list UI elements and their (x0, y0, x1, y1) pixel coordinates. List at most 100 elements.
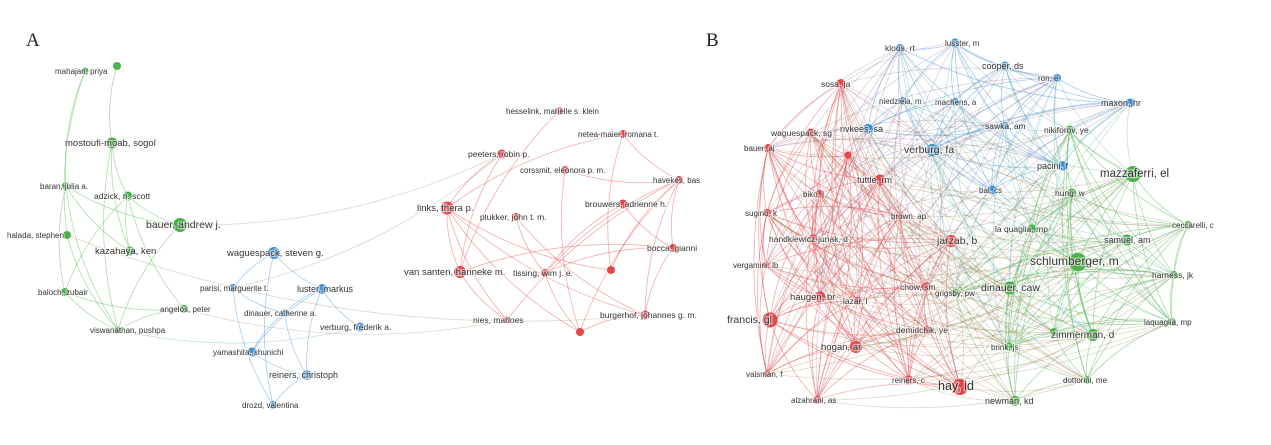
network-edge (819, 193, 1088, 381)
author-label: luster, markus (297, 284, 354, 294)
network-edge (816, 379, 1088, 409)
author-node (1087, 329, 1099, 341)
network-edge (954, 42, 1006, 67)
author-label: haugen, br (790, 292, 835, 303)
network-edge (908, 321, 1173, 381)
author-node (1170, 271, 1178, 279)
author-node (850, 341, 862, 353)
network-edge (769, 319, 818, 401)
network-edge (879, 179, 1073, 200)
network-edge (954, 42, 1006, 127)
network-edge (762, 212, 768, 266)
network-edge (515, 216, 646, 316)
network-edge (1061, 129, 1088, 381)
author-label: links, thera p. (417, 203, 474, 214)
network-edge (819, 193, 859, 302)
network-edge (867, 77, 1058, 130)
network-edge (622, 203, 674, 249)
network-edge (847, 154, 863, 302)
network-edge (767, 120, 1006, 149)
network-edge (1086, 224, 1189, 381)
network-edge (867, 128, 1175, 276)
author-node (1057, 161, 1067, 171)
network-edge (831, 83, 857, 348)
author-node (923, 325, 933, 335)
network-edge (931, 149, 993, 191)
network-edge (954, 42, 1063, 167)
network-edge (1053, 331, 1088, 381)
author-node (854, 297, 862, 305)
author-label: sugino, k (745, 209, 778, 218)
author-label: dinauer, caw (981, 282, 1040, 294)
network-edge (810, 132, 901, 217)
network-edge (888, 100, 910, 381)
network-edge (515, 216, 546, 274)
network-edge (834, 83, 859, 302)
author-label: newman, kd (985, 396, 1034, 406)
network-edge (855, 173, 1134, 348)
network-edge (1008, 173, 1134, 348)
author-node (640, 310, 650, 320)
network-edge (64, 70, 86, 187)
network-edge (819, 193, 1128, 243)
network-edge (810, 132, 881, 181)
network-edge (815, 83, 842, 298)
network-edge (902, 100, 1094, 336)
network-edge (954, 42, 993, 191)
network-edge (899, 47, 1175, 276)
network-edge (925, 261, 1079, 289)
network-edge (766, 212, 814, 240)
network-edge (959, 274, 1175, 388)
author-node (497, 149, 507, 159)
network-edge (812, 128, 869, 240)
network-edge (867, 101, 956, 130)
network-edge (459, 110, 560, 273)
author-node (951, 289, 959, 297)
network-edge (769, 300, 859, 321)
network-edge (1069, 129, 1175, 276)
author-node (229, 284, 237, 292)
network-edge (564, 169, 680, 184)
network-edge (179, 153, 503, 226)
network-edge (1007, 77, 1058, 348)
network-edge (857, 300, 961, 388)
network-edge (810, 132, 993, 191)
network-edge (855, 240, 952, 348)
network-edge (767, 83, 842, 149)
network-edge (810, 132, 1010, 348)
network-edge (879, 173, 1134, 193)
network-edge (1069, 129, 1189, 226)
network-edge (1169, 274, 1175, 323)
network-edge (899, 77, 1058, 217)
network-edge (918, 149, 933, 331)
network-edge (813, 193, 821, 298)
author-label: mazzaferri, el (1100, 168, 1169, 180)
author-node (113, 62, 121, 70)
network-edge (840, 83, 1189, 226)
network-edge (65, 185, 119, 331)
network-edge (63, 70, 86, 236)
network-edge (879, 179, 1128, 241)
network-edge (991, 189, 1128, 241)
network-edge (992, 125, 1016, 402)
author-label: sosa, ja (821, 79, 851, 89)
author-node (555, 107, 563, 115)
network-edge (954, 42, 1173, 323)
author-node (541, 269, 549, 277)
author-node (618, 199, 628, 209)
author-node (863, 124, 873, 134)
author-label: adzick, n. scott (94, 191, 151, 201)
network-edge (765, 264, 961, 388)
network-edge (767, 147, 901, 217)
network-edge (109, 65, 118, 144)
network-edge (58, 185, 67, 293)
network-edge (812, 83, 842, 240)
network-edge (66, 234, 646, 322)
author-label: chow, sm (900, 282, 935, 292)
network-edge (766, 212, 1175, 279)
author-label: hay, id (938, 379, 974, 393)
author-node (123, 191, 133, 201)
network-edge (954, 292, 1010, 348)
author-label: lusster, m (945, 39, 980, 48)
network-edge (1008, 129, 1071, 348)
